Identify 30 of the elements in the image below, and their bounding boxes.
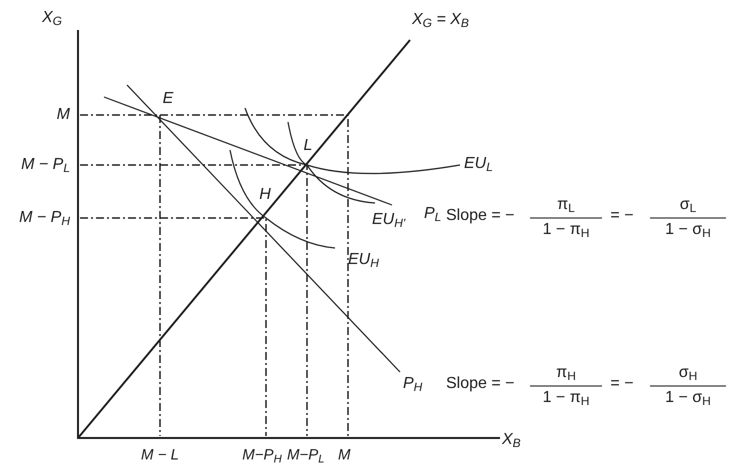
slope-formula: = − bbox=[610, 208, 634, 224]
line-label: P$_{H}$ bbox=[403, 376, 422, 392]
numerator: σ$_{H}$ bbox=[678, 365, 698, 381]
slope-formula: = − bbox=[610, 376, 634, 392]
curve-label: EU$_{L}$ bbox=[464, 156, 493, 172]
denominator: 1 − σ$_{H}$ bbox=[665, 390, 711, 406]
point-label: H bbox=[259, 187, 271, 203]
axis-value: M − P$_{H}$ bbox=[19, 210, 70, 226]
axis-value: M bbox=[56, 107, 70, 123]
curve-label: EU$_{H}$ bbox=[348, 252, 379, 268]
slope-formula: Slope = − bbox=[446, 208, 514, 224]
numerator: π$_{H}$ bbox=[556, 365, 576, 381]
axis-label: X$_{B}$ bbox=[502, 432, 521, 448]
denominator: 1 − π$_{H}$ bbox=[542, 390, 590, 406]
slope-formula: Slope = − bbox=[446, 376, 514, 392]
axis-value: M−P$_{L}$ bbox=[287, 448, 325, 462]
numerator: π$_{L}$ bbox=[557, 197, 575, 213]
point-label: L bbox=[304, 138, 312, 154]
axis-label: X$_{G}$ bbox=[42, 10, 62, 26]
axis-value: M bbox=[338, 448, 350, 462]
line-label: X$_{G}$ = X$_{B}$ bbox=[412, 12, 469, 28]
line-label: P$_{L}$ bbox=[424, 206, 442, 222]
curve-label: EU$_{H'}$ bbox=[372, 212, 406, 228]
denominator: 1 − π$_{H}$ bbox=[542, 222, 590, 238]
denominator: 1 − σ$_{H}$ bbox=[665, 222, 711, 238]
point-label: E bbox=[162, 91, 174, 107]
axis-value: M − L bbox=[141, 448, 179, 462]
axis-value: M − P$_{L}$ bbox=[21, 157, 70, 173]
numerator: σ$_{L}$ bbox=[680, 197, 696, 213]
axis-value: M−P$_{H}$ bbox=[242, 448, 282, 462]
